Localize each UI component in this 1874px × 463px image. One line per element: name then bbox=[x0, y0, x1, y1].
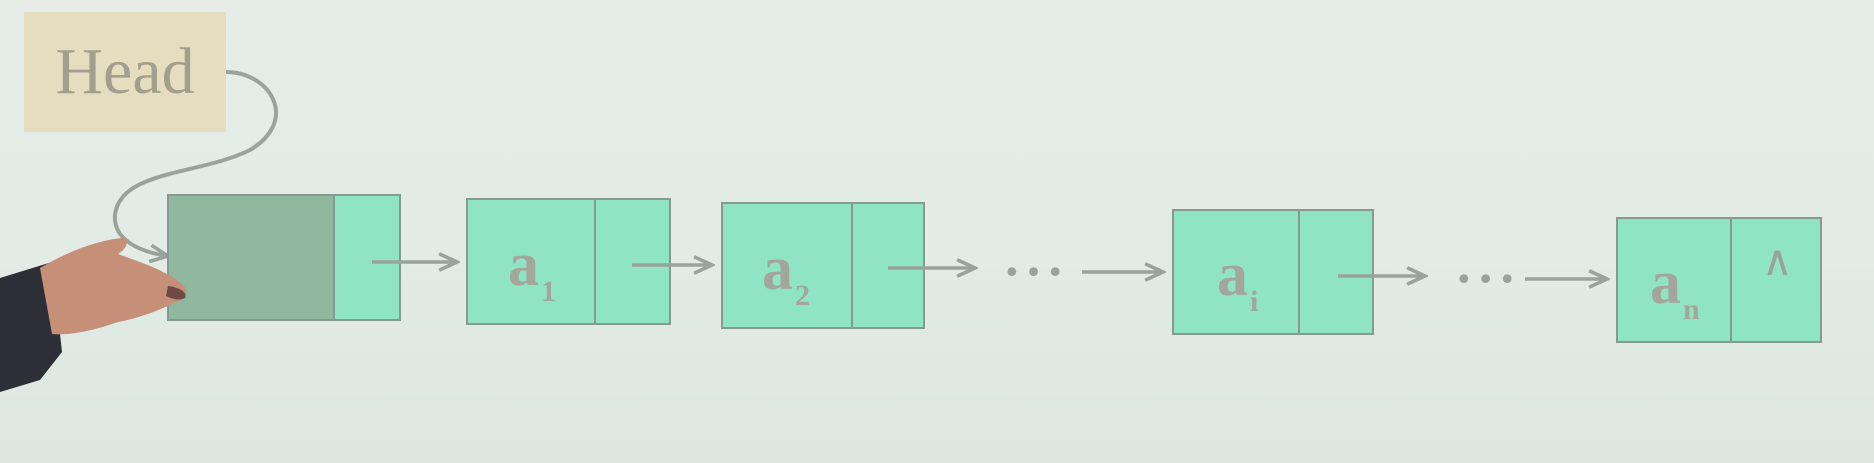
node-ai bbox=[1172, 209, 1374, 335]
node-header-data-cell bbox=[167, 194, 335, 321]
node-an-null-pointer: ∧ bbox=[1762, 236, 1793, 285]
node-header bbox=[167, 194, 401, 321]
head-label: Head bbox=[55, 35, 195, 108]
node-an-data: a bbox=[1650, 249, 1681, 317]
node-ai-label: ai bbox=[1217, 241, 1258, 317]
node-ai-next-cell bbox=[1298, 209, 1374, 335]
node-ai-data-cell bbox=[1172, 209, 1300, 335]
node-a1-subscript: 1 bbox=[541, 275, 556, 308]
node-an-next-cell bbox=[1730, 217, 1822, 343]
ellipsis-2: ••• bbox=[1455, 263, 1520, 298]
node-an-label: an bbox=[1650, 249, 1700, 325]
node-a2-data: a bbox=[762, 235, 793, 303]
hand-pointer-image bbox=[0, 238, 187, 392]
node-an bbox=[1616, 217, 1822, 343]
node-a1 bbox=[466, 198, 671, 325]
node-ai-subscript: i bbox=[1250, 285, 1259, 318]
node-a2-data-cell bbox=[721, 202, 853, 329]
node-a2-next-cell bbox=[851, 202, 925, 329]
node-a2 bbox=[721, 202, 925, 329]
node-a1-label: a1 bbox=[508, 231, 556, 307]
node-a1-data: a bbox=[508, 231, 539, 299]
node-a2-label: a2 bbox=[762, 235, 810, 311]
node-header-next-cell bbox=[333, 194, 401, 321]
node-an-subscript: n bbox=[1683, 293, 1700, 326]
node-a1-next-cell bbox=[594, 198, 671, 325]
ellipsis-1: ••• bbox=[1003, 256, 1068, 291]
head-box: Head bbox=[24, 12, 226, 132]
node-a2-subscript: 2 bbox=[795, 279, 810, 312]
node-ai-data: a bbox=[1217, 241, 1248, 309]
